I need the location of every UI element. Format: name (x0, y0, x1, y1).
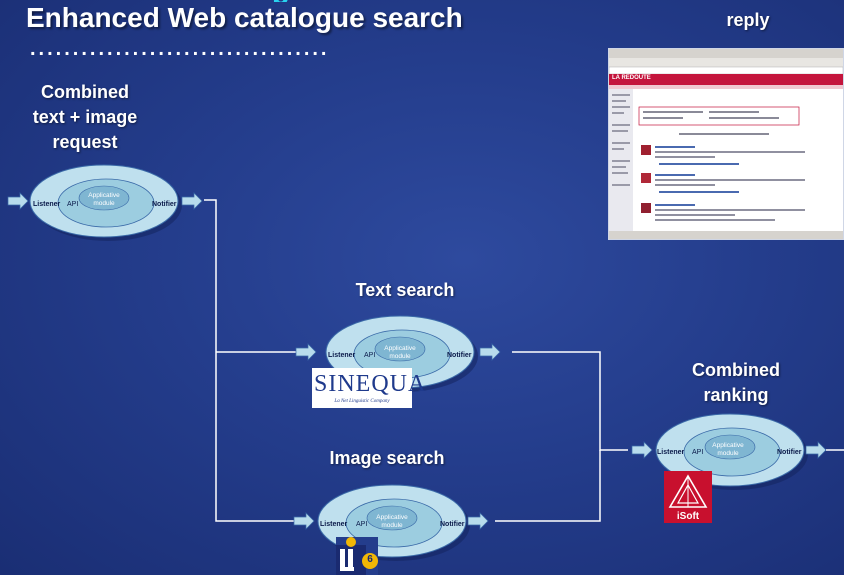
lis-logo-emblem (336, 537, 378, 575)
image-search-notifier-label: Notifier (440, 521, 465, 528)
image-search-module-line2: module (381, 522, 403, 529)
request-node-inner (78, 185, 130, 211)
text-search-notifier-label: Notifier (447, 352, 472, 359)
ranking-module-line2: module (717, 450, 739, 457)
text-search-api-label: API (364, 352, 376, 359)
ranking-notifier-label: Notifier (777, 449, 802, 456)
text-search-heading: Text search (355, 280, 455, 300)
lis-logo: 6 (336, 537, 378, 575)
request-notifier-label: Notifier (152, 201, 177, 208)
connector-request-to-searches (204, 199, 296, 522)
text-search-output-arrow (479, 343, 501, 361)
text-search-node-inner (374, 336, 426, 362)
text-search-module-line2: module (389, 353, 411, 360)
image-search-output-arrow (467, 512, 489, 530)
request-node (7, 164, 203, 241)
request-module-line2: module (93, 200, 115, 207)
ranking-module-label: Applicative module (703, 442, 753, 458)
reply-label: reply (726, 10, 770, 30)
request-heading-line3: request (52, 132, 118, 152)
request-input-arrow (7, 192, 29, 210)
image-search-module-label: Applicative module (367, 514, 417, 530)
image-search-module-line1: Applicative (376, 514, 408, 521)
isoft-logo-name: iSoft (676, 511, 700, 522)
request-output-arrow (181, 192, 203, 210)
slide-title: Enhanced Web catalogue search (26, 2, 463, 33)
request-heading: Combined text + image request (20, 80, 150, 155)
image-search-api-label: API (356, 521, 368, 528)
image-search-input-arrow (293, 512, 315, 530)
isoft-logo-emblem (668, 474, 708, 508)
title-dotted-underline: ................................... (30, 38, 330, 60)
request-api-label: API (67, 201, 79, 208)
reply-screenshot-site-name: LA REDOUTE (612, 75, 651, 81)
image-search-node-inner (366, 505, 418, 531)
reply-screenshot: LA REDOUTE (608, 48, 844, 240)
text-search-listener-label: Listener (328, 352, 356, 359)
ranking-output-arrow (805, 441, 827, 459)
text-search-input-arrow (295, 343, 317, 361)
sinequa-logo: SINEQUA La Net Linguistic Company (312, 368, 427, 408)
ranking-listener-label: Listener (657, 449, 685, 456)
reply-screenshot-body (609, 49, 843, 239)
ranking-node (631, 413, 844, 490)
text-search-module-line1: Applicative (384, 345, 416, 352)
sinequa-logo-tagline: La Net Linguistic Company (334, 399, 390, 404)
ranking-module-line1: Applicative (712, 442, 744, 449)
request-heading-line1: Combined (41, 82, 129, 102)
lis-logo-mark: 6 (367, 554, 373, 565)
ranking-node-inner (704, 434, 756, 460)
text-search-module-label: Applicative module (375, 345, 425, 361)
ranking-heading: Combined ranking (668, 358, 804, 408)
title-overflow-fragment: p (272, 0, 312, 2)
ranking-input-arrow (631, 441, 653, 459)
connector-text-search-to-ranking (512, 351, 628, 451)
ranking-heading-line2: ranking (703, 385, 769, 405)
ranking-heading-line1: Combined (692, 360, 780, 380)
image-search-listener-label: Listener (320, 521, 348, 528)
request-heading-line2: text + image (32, 107, 138, 127)
sinequa-logo-name: SINEQUA (314, 371, 427, 397)
connector-image-search-to-ranking (495, 450, 601, 522)
image-search-heading: Image search (329, 448, 445, 468)
request-module-label: Applicative module (79, 192, 129, 208)
request-listener-label: Listener (33, 201, 61, 208)
isoft-logo: iSoft (664, 471, 712, 523)
request-module-line1: Applicative (88, 192, 120, 199)
ranking-api-label: API (692, 449, 704, 456)
